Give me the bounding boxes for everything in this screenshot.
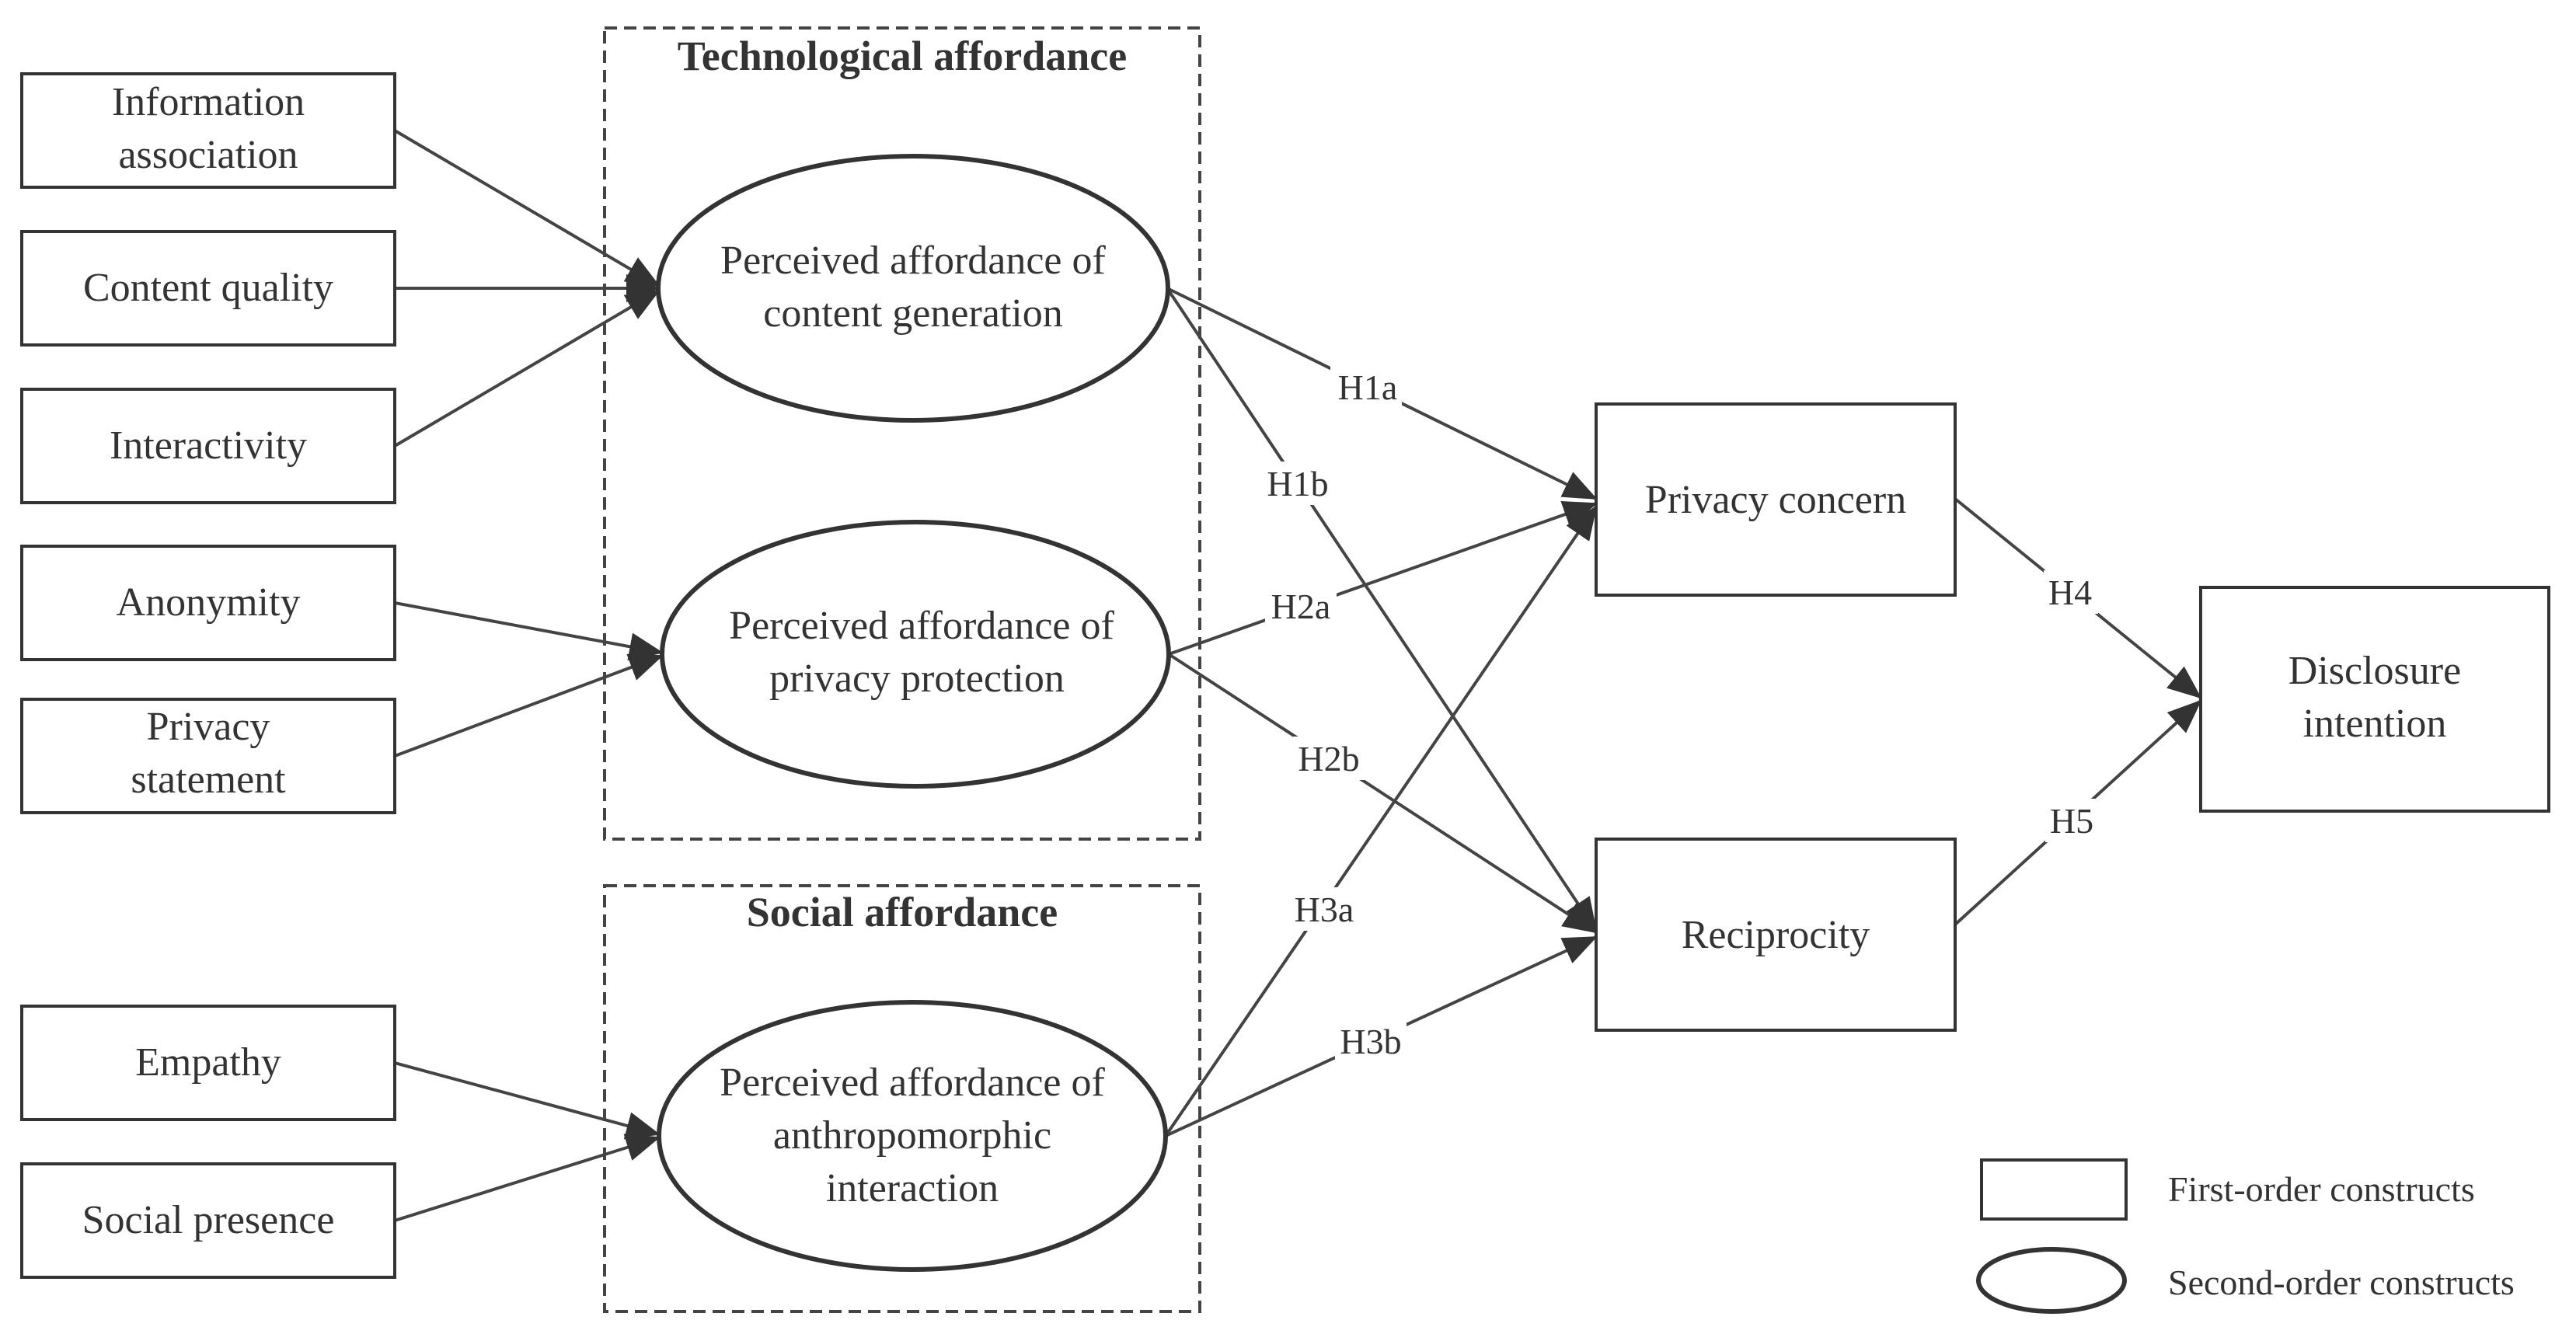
outcome-reciprocity: Reciprocity [1595, 838, 1957, 1032]
edge-social-presence [394, 1134, 661, 1222]
edge-empathy [394, 1061, 661, 1140]
indicator-label: Empathy [135, 1040, 281, 1085]
edge-h2a [1168, 500, 1598, 656]
indicator-label: Privacy [147, 705, 270, 749]
construct-label: Perceived affordance of [720, 239, 1106, 283]
edge-h1b [1166, 287, 1598, 932]
outcome-label: Disclosure [2288, 649, 2461, 693]
indicator-privacy-statement: Privacy statement [20, 698, 396, 814]
construct-label: interaction [826, 1166, 999, 1210]
construct-privacy-protection: Perceived affordance of privacy protecti… [660, 520, 1171, 789]
indicator-label: Interactivity [110, 423, 307, 468]
hypothesis-h2a: H2a [1265, 584, 1337, 628]
edge-h3a [1164, 505, 1598, 1137]
hypothesis-h3b: H3b [1335, 1019, 1407, 1063]
construct-content-generation: Perceived affordance of content generati… [656, 154, 1170, 423]
hypothesis-h5: H5 [2045, 799, 2100, 842]
legend: First-order constructs Second-order cons… [1976, 1158, 2515, 1314]
indicator-content-quality: Content quality [20, 230, 396, 347]
hypothesis-h3a: H3a [1288, 887, 1360, 931]
indicator-label: statement [131, 758, 286, 802]
hypothesis-label: H1b [1267, 464, 1328, 503]
edge-interactivity [393, 289, 661, 448]
technological-affordance-title: Technological affordance [678, 33, 1127, 79]
outcome-privacy-concern: Privacy concern [1595, 402, 1957, 597]
indicator-anonymity: Anonymity [20, 545, 396, 661]
indicator-interactivity: Interactivity [20, 388, 396, 504]
legend-second-order-label: Second-order constructs [2168, 1263, 2515, 1302]
indicator-label: Social presence [82, 1198, 335, 1242]
legend-second-order-swatch [1976, 1247, 2127, 1314]
hypothesis-label: H2a [1271, 587, 1331, 626]
hypothesis-label: H1a [1338, 367, 1398, 407]
indicator-social-presence: Social presence [20, 1162, 396, 1279]
hypothesis-label: H3b [1340, 1022, 1401, 1061]
hypothesis-h4: H4 [2044, 570, 2098, 614]
indicator-label: Content quality [83, 266, 333, 310]
indicator-label: Anonymity [117, 580, 301, 625]
indicator-label: Information [112, 80, 305, 124]
edge-h2b [1167, 653, 1598, 934]
construct-label: Perceived affordance of [729, 604, 1114, 648]
edge-information-association [393, 129, 661, 287]
indicator-label: association [118, 133, 298, 177]
outcome-label: Reciprocity [1682, 913, 1870, 957]
hypothesis-h1a: H1a [1330, 365, 1402, 409]
indicator-empathy: Empathy [20, 1005, 396, 1121]
legend-first-order-label: First-order constructs [2168, 1169, 2475, 1209]
construct-label: Perceived affordance of [720, 1061, 1105, 1105]
outcome-label: Privacy concern [1645, 478, 1906, 522]
hypothesis-label: H5 [2050, 801, 2093, 841]
edge-anonymity [394, 601, 664, 661]
hypothesis-label: H2b [1298, 739, 1359, 778]
legend-first-order-swatch [1980, 1158, 2128, 1221]
indicator-information-association: Information association [20, 72, 396, 189]
social-affordance-title: Social affordance [747, 889, 1058, 935]
hypothesis-h2b: H2b [1293, 737, 1365, 780]
edge-privacy-statement [394, 653, 664, 758]
construct-anthropomorphic-interaction: Perceived affordance of anthropomorphic … [657, 1000, 1168, 1272]
construct-label: privacy protection [769, 657, 1065, 701]
construct-label: anthropomorphic [773, 1113, 1051, 1158]
outcome-disclosure-intention: Disclosure intention [2199, 586, 2550, 813]
hypothesis-label: H3a [1295, 890, 1354, 929]
outcome-label: intention [2303, 702, 2447, 746]
hypothesis-label: H4 [2048, 573, 2092, 612]
technological-affordance-group [603, 26, 1201, 841]
hypothesis-h1b: H1b [1262, 462, 1333, 505]
social-affordance-group [603, 884, 1201, 1313]
construct-label: content generation [763, 291, 1063, 336]
